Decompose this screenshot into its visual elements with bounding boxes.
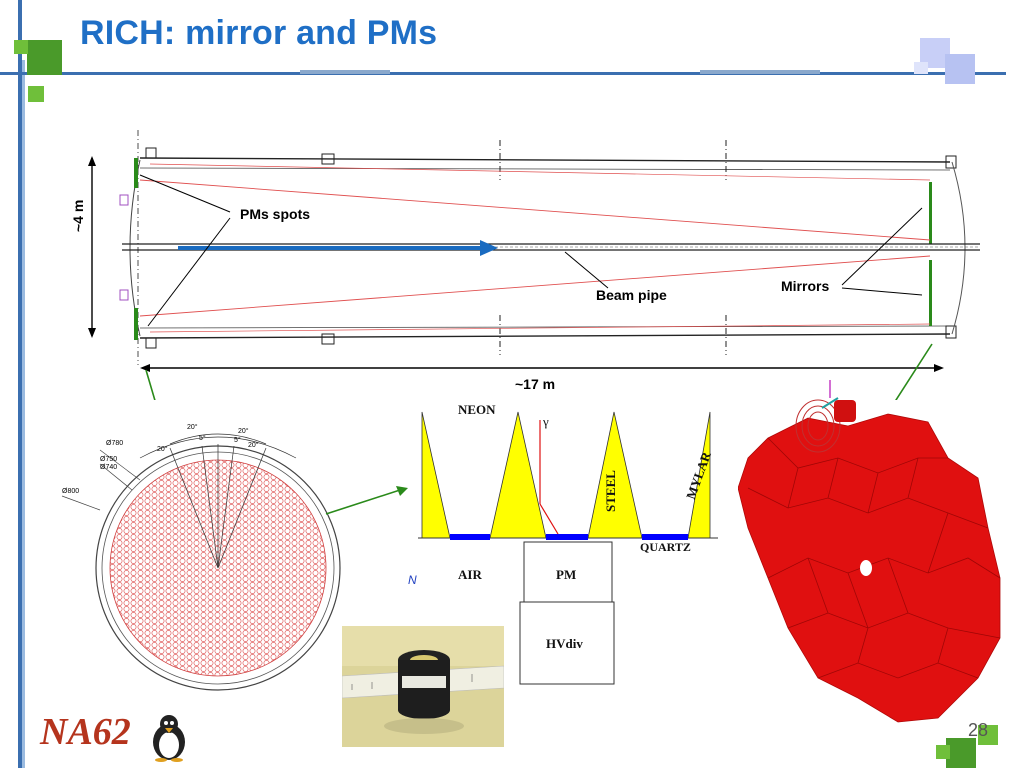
pm-label: PM — [556, 567, 577, 582]
left-vertical-line — [18, 0, 22, 768]
gamma-label: γ — [543, 414, 549, 429]
green-square-br-small — [936, 745, 950, 759]
green-square-small — [14, 40, 28, 54]
hvdiv-box — [519, 601, 615, 685]
slide-title: RICH: mirror and PMs — [80, 14, 438, 52]
green-square-small-2 — [28, 86, 44, 102]
lavender-square-small — [914, 62, 928, 74]
left-vertical-line-light — [22, 60, 25, 768]
air-label: AIR — [458, 567, 482, 582]
flange — [945, 325, 957, 339]
flange — [945, 155, 957, 169]
connector-arrow — [325, 486, 408, 515]
dimension-label: Ø800 — [62, 488, 80, 495]
beam-hole — [860, 560, 872, 576]
mirror-top — [929, 182, 932, 244]
mirror-array — [738, 380, 1001, 723]
header-rule — [0, 72, 1006, 75]
quartz-window — [450, 534, 490, 540]
penguin-logo-icon — [153, 715, 185, 762]
angle-label: 20° — [187, 424, 198, 431]
cone-center — [489, 411, 547, 539]
pm-box — [523, 541, 613, 603]
dimension-label: Ø780 — [106, 440, 124, 447]
beam-pipe-label: Beam pipe — [596, 287, 667, 303]
pm-plane-bottom — [134, 308, 138, 340]
mirror-bottom — [929, 260, 932, 326]
quartz-window — [546, 534, 588, 540]
length-label: ~17 m — [515, 376, 556, 392]
angle-label: 20° — [157, 446, 168, 453]
angle-label: 20° — [238, 428, 249, 435]
detector-drawing — [88, 130, 980, 400]
quartz-label: QUARTZ — [640, 540, 691, 554]
lavender-square-2 — [945, 54, 975, 84]
cone-left — [421, 411, 451, 539]
green-square — [27, 40, 62, 75]
flange — [321, 333, 335, 345]
flange — [321, 153, 335, 165]
angle-label: 20° — [248, 442, 259, 449]
dimension-label: Ø740 — [100, 464, 118, 471]
green-square-br — [946, 738, 976, 768]
header-rule-accent — [300, 70, 390, 74]
hvdiv-label: HVdiv — [546, 636, 583, 651]
quartz-window — [642, 534, 688, 540]
vessel-bottom-line — [139, 333, 951, 339]
neon-label: NEON — [458, 402, 496, 417]
cone-diagram — [418, 411, 718, 685]
pm-photo — [342, 626, 504, 747]
angle-label: 5° — [199, 435, 206, 442]
height-label: ~4 m — [70, 199, 86, 232]
pm-plane-top — [134, 158, 138, 188]
header-rule-accent-2 — [700, 70, 820, 74]
mirrors-label: Mirrors — [781, 278, 830, 294]
na62-logo: NA62 — [40, 711, 131, 753]
steel-label: STEEL — [603, 470, 618, 512]
mirror-support — [834, 400, 856, 422]
pms-spots-label: PMs spots — [240, 206, 311, 222]
green-square-br-2 — [978, 725, 998, 745]
n-label: N — [408, 573, 417, 587]
vessel-top-line — [139, 157, 951, 163]
angle-label: 5° — [234, 437, 241, 444]
dimension-label: Ø750 — [100, 456, 118, 463]
page-number: 28 — [968, 720, 989, 740]
flange-drawing — [61, 433, 341, 691]
